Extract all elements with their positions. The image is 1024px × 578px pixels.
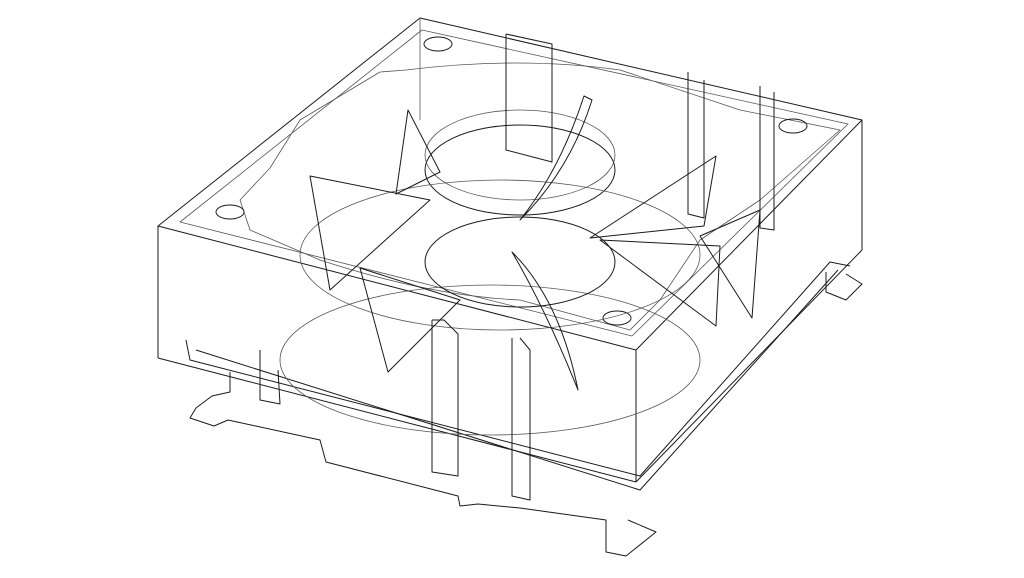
housing-sides (157, 18, 863, 483)
housing-top-face (157, 17, 863, 351)
support-posts (259, 33, 775, 501)
fan-hub (279, 109, 701, 436)
fan-blades (309, 95, 761, 391)
base-plate (185, 261, 863, 557)
mounting-holes (215, 36, 808, 326)
